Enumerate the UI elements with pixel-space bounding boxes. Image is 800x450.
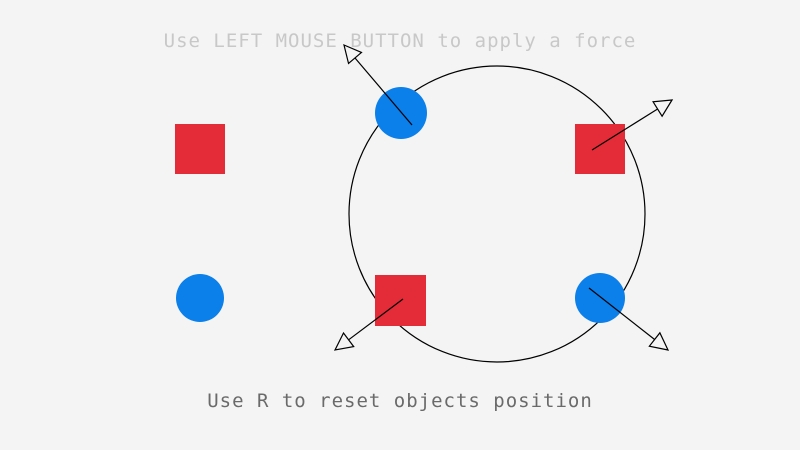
force-vectors-layer bbox=[333, 43, 674, 351]
force-vector-shaft bbox=[588, 287, 655, 340]
hint-text-reset-objects: Use R to reset objects position bbox=[207, 390, 593, 412]
boundary-circle bbox=[348, 65, 646, 363]
force-vector-square-bottom-center bbox=[333, 298, 404, 351]
force-vector-arrowhead bbox=[652, 99, 674, 118]
force-vector-shaft bbox=[591, 108, 658, 151]
force-vector-shaft bbox=[354, 57, 413, 126]
square-top-right[interactable] bbox=[575, 124, 625, 174]
bodies-layer bbox=[175, 87, 625, 326]
force-vector-arrowhead bbox=[333, 331, 355, 351]
circle-bottom-right[interactable] bbox=[575, 273, 625, 323]
boundary-layer bbox=[348, 65, 646, 363]
force-vector-shaft bbox=[348, 298, 404, 341]
circle-bottom-left[interactable] bbox=[176, 274, 224, 322]
circle-top-center[interactable] bbox=[375, 87, 427, 139]
force-vector-arrowhead bbox=[648, 331, 670, 351]
force-vector-circle-top-center bbox=[343, 43, 413, 126]
square-top-left[interactable] bbox=[175, 124, 225, 174]
force-vector-square-top-right bbox=[591, 99, 674, 151]
hint-text-apply-force: Use LEFT MOUSE BUTTON to apply a force bbox=[163, 30, 637, 52]
force-vector-circle-bottom-right bbox=[588, 287, 670, 351]
force-vector-arrowhead bbox=[343, 43, 363, 65]
